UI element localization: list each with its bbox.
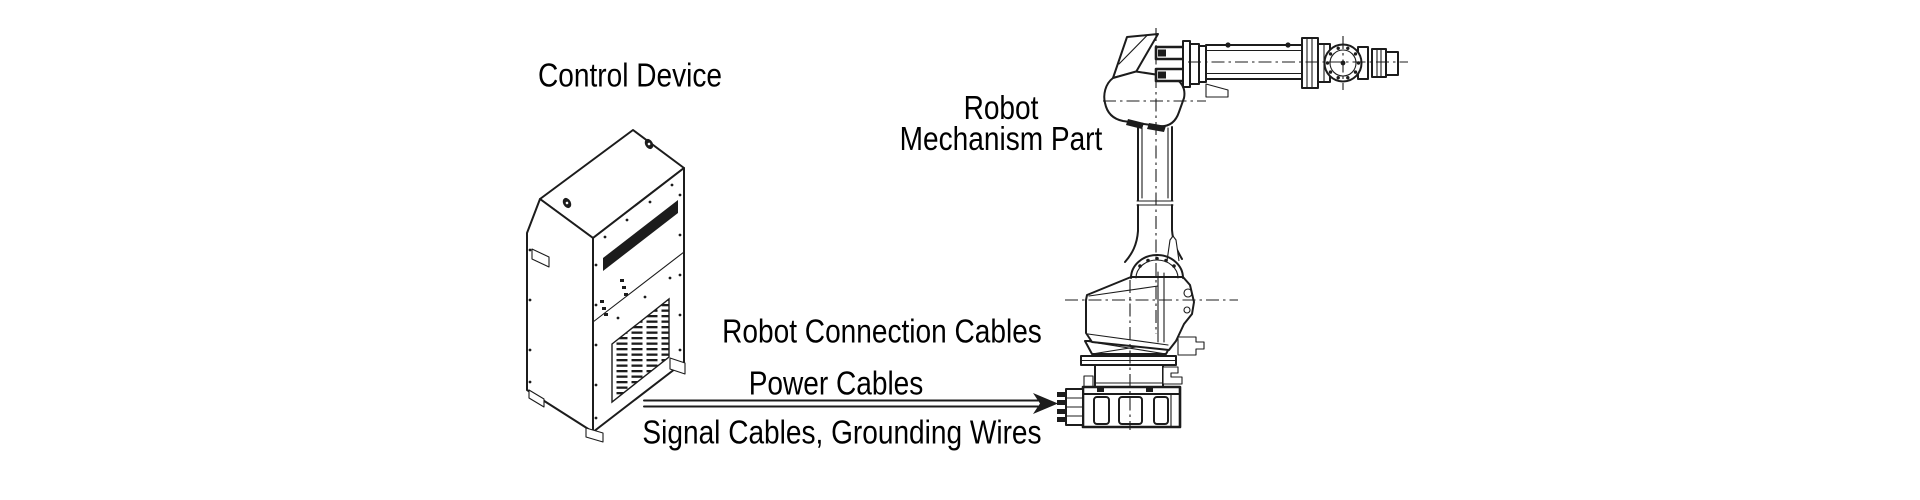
label-robot-mechanism-line1: Robot [963, 89, 1039, 126]
label-robot-connection-cables: Robot Connection Cables [722, 312, 1042, 350]
wrist-flange [1301, 37, 1399, 89]
eyebolt-icon [644, 138, 654, 150]
centerlines [1065, 28, 1408, 430]
screw-dots [528, 183, 682, 420]
label-robot-mechanism-line2: Mechanism Part [899, 120, 1103, 157]
label-power-cables: Power Cables [748, 364, 924, 402]
eyebolt-icon [562, 197, 572, 209]
control-cabinet-drawing [526, 129, 686, 443]
cable-arrow [643, 393, 1058, 414]
label-control-device: Control Device [538, 56, 722, 94]
robot-arm-drawing [1057, 28, 1408, 430]
label-signal-cables: Signal Cables, Grounding Wires [642, 413, 1042, 451]
louver-grille [611, 297, 670, 404]
label-robot-mechanism-part: Robot Mechanism Part [899, 89, 1103, 157]
base-connectors [1057, 388, 1084, 426]
arrowhead-icon [1033, 393, 1058, 414]
